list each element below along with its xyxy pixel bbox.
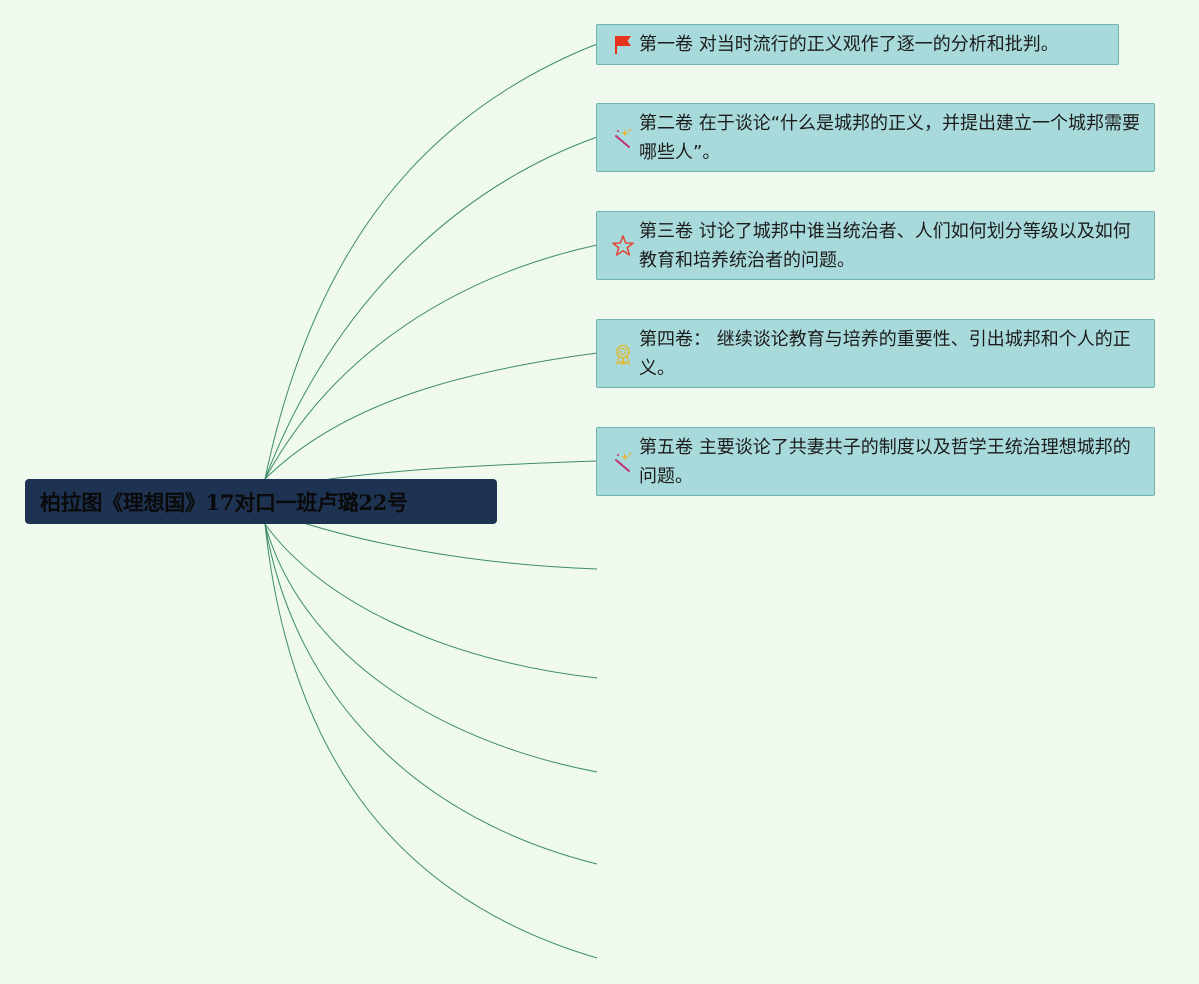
- connector-branch-3: [264, 244, 598, 480]
- connector-empty-7: [264, 523, 598, 679]
- star-outline-icon: [611, 234, 635, 258]
- branch-topic-3[interactable]: 第三卷 讨论了城邦中谁当统治者、人们如何划分等级以及如何教育和培养统治者的问题。: [596, 211, 1155, 280]
- branch-topic-4-label: 第四卷： 继续谈论教育与培养的重要性、引出城邦和个人的正义。: [639, 329, 1131, 379]
- branch-topic-3-label: 第三卷 讨论了城邦中谁当统治者、人们如何划分等级以及如何教育和培养统治者的问题。: [639, 221, 1131, 271]
- branch-topic-5[interactable]: 第五卷 主要谈论了共妻共子的制度以及哲学王统治理想城邦的问题。: [596, 427, 1155, 496]
- connector-empty-9: [264, 523, 598, 865]
- connector-branch-4: [264, 352, 598, 480]
- root-topic-label: 柏拉图《理想国》17对口一班卢璐22号: [40, 489, 408, 515]
- branch-topic-1-label: 第一卷 对当时流行的正义观作了逐一的分析和批判。: [639, 34, 1059, 55]
- magic-wand-icon: [611, 126, 635, 150]
- connector-empty-8: [264, 523, 598, 773]
- branch-topic-4[interactable]: 第四卷： 继续谈论教育与培养的重要性、引出城邦和个人的正义。: [596, 319, 1155, 388]
- red-flag-icon: [611, 33, 635, 57]
- connector-branch-2: [264, 136, 598, 480]
- branch-topic-2-label: 第二卷 在于谈论“什么是城邦的正义，并提出建立一个城邦需要哪些人”。: [639, 113, 1141, 163]
- magic-wand-icon: [611, 450, 635, 474]
- connector-branch-1: [264, 43, 598, 480]
- branch-topic-2[interactable]: 第二卷 在于谈论“什么是城邦的正义，并提出建立一个城邦需要哪些人”。: [596, 103, 1155, 172]
- root-topic[interactable]: 柏拉图《理想国》17对口一班卢璐22号: [25, 479, 497, 524]
- award-medal-icon: [611, 342, 635, 366]
- connector-empty-10: [264, 523, 598, 959]
- branch-topic-5-label: 第五卷 主要谈论了共妻共子的制度以及哲学王统治理想城邦的问题。: [639, 437, 1131, 487]
- branch-topic-1[interactable]: 第一卷 对当时流行的正义观作了逐一的分析和批判。: [596, 24, 1119, 65]
